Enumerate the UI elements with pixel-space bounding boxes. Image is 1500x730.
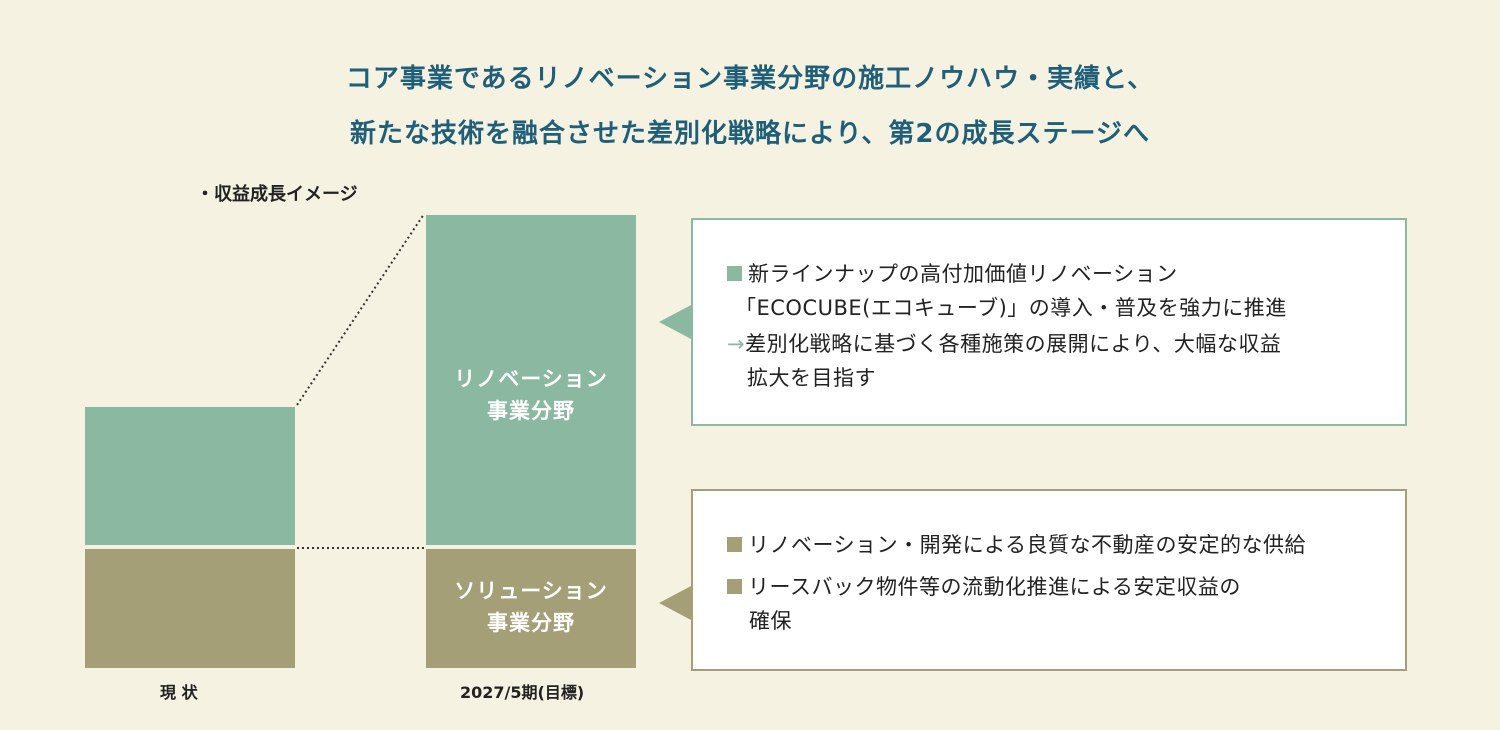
x-label-target: 2027/5期(目標) bbox=[460, 683, 585, 702]
current-renovation-bar bbox=[85, 407, 295, 545]
renovation-arrow-line-2: 拡大を目指す bbox=[747, 366, 876, 390]
arrow-right-icon: → bbox=[727, 332, 746, 356]
renovation-callout-box: 新ラインナップの高付加価値リノベーション 「ECOCUBE(エコキューブ)」の導… bbox=[691, 218, 1407, 426]
solution-bullet-1: リノベーション・開発による良質な不動産の安定的な供給 bbox=[727, 529, 1306, 559]
solution-pointer-icon bbox=[659, 586, 691, 620]
square-bullet-icon bbox=[727, 579, 742, 594]
solution-bullet-2-line-2: 確保 bbox=[749, 609, 792, 633]
target-renovation-label: リノベーション 事業分野 bbox=[454, 367, 608, 423]
renovation-bullet-line-2: 「ECOCUBE(エコキューブ)」の導入・普及を強力に推進 bbox=[735, 296, 1287, 320]
target-solution-bar: ソリューション 事業分野 bbox=[426, 549, 636, 668]
solution-callout-box: リノベーション・開発による良質な不動産の安定的な供給 リースバック物件等の流動化… bbox=[691, 489, 1407, 671]
headline-line-1: コア事業であるリノベーション事業分野の施工ノウハウ・実績と、 bbox=[345, 64, 1155, 94]
solution-bullet-2-line-1: リースバック物件等の流動化推進による安定収益の bbox=[727, 571, 1241, 601]
square-bullet-icon bbox=[727, 266, 742, 281]
x-label-current: 現 状 bbox=[160, 683, 198, 702]
square-bullet-icon bbox=[727, 537, 742, 552]
target-solution-label: ソリューション 事業分野 bbox=[454, 579, 608, 635]
renovation-bullet-line-1: 新ラインナップの高付加価値リノベーション bbox=[727, 258, 1178, 288]
headline-line-2: 新たな技術を融合させた差別化戦略により、第2の成長ステージへ bbox=[349, 119, 1150, 149]
target-renovation-bar: リノベーション 事業分野 bbox=[426, 215, 636, 545]
current-solution-bar bbox=[85, 549, 295, 668]
renovation-pointer-icon bbox=[659, 305, 691, 339]
top-dotted-connector bbox=[296, 213, 425, 406]
chart-caption: ・収益成長イメージ bbox=[196, 184, 358, 205]
renovation-arrow-line-1: →差別化戦略に基づく各種施策の展開により、大幅な収益 bbox=[727, 332, 1282, 356]
